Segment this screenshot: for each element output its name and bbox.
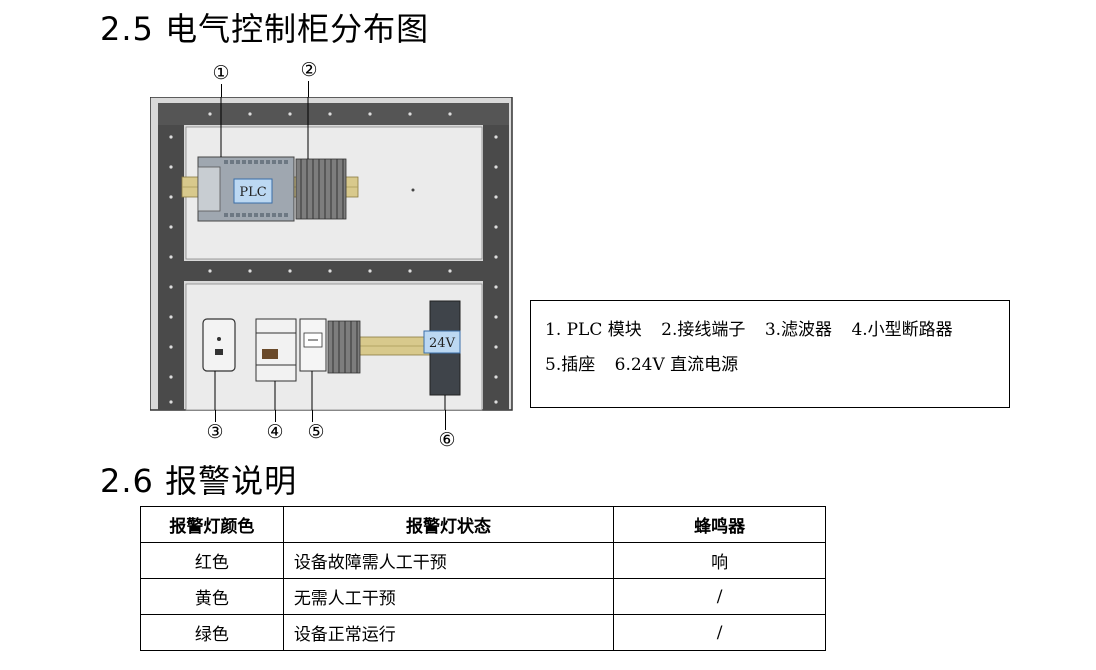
callout-6: ⑥ <box>438 429 456 451</box>
upper-terminal-blocks <box>295 158 347 220</box>
header-buzzer: 蜂鸣器 <box>613 506 826 543</box>
leader-line-4-bottom <box>275 410 276 422</box>
cell-status: 设备正常运行 <box>282 614 615 651</box>
cabinet-middle-rail <box>184 261 484 281</box>
legend-item-power: 6.24V 直流电源 <box>614 355 739 375</box>
callout-5: ⑤ <box>307 421 325 443</box>
legend-item-socket: 5.插座 <box>545 355 596 375</box>
header-light-color: 报警灯颜色 <box>140 506 284 543</box>
table-row: 黄色 无需人工干预 / <box>140 578 826 615</box>
legend-item-breaker: 4.小型断路器 <box>851 320 953 340</box>
leader-line-5-bottom <box>312 410 313 422</box>
table-row: 绿色 设备正常运行 / <box>140 614 826 651</box>
cell-status: 设备故障需人工干预 <box>282 542 615 579</box>
callout-3: ③ <box>206 421 224 443</box>
legend-item-filter: 3.滤波器 <box>764 320 833 340</box>
leader-line-6-bottom <box>445 410 446 430</box>
table-row: 红色 设备故障需人工干预 响 <box>140 542 826 579</box>
leader-line-2-top <box>308 81 309 97</box>
lower-terminal-blocks <box>327 320 361 374</box>
legend-line-1: 1. PLC 模块 2.接线端子 3.滤波器 4.小型断路器 <box>545 313 995 348</box>
callout-4: ④ <box>266 421 284 443</box>
cabinet-right-rail <box>483 123 509 410</box>
rivets <box>169 112 498 404</box>
power-label-box <box>423 330 461 354</box>
plc-label: PLC <box>239 185 266 200</box>
callout-1: ① <box>212 62 230 84</box>
plc-io-pins <box>224 160 288 217</box>
legend-item-plc: 1. PLC 模块 <box>545 320 642 340</box>
section-title-cabinet-layout: 2.5 电气控制柜分布图 <box>100 10 430 48</box>
alarm-table: 报警灯颜色 报警灯状态 蜂鸣器 红色 设备故障需人工干预 响 黄色 无需人工干预… <box>140 506 826 651</box>
cell-color: 黄色 <box>140 578 284 615</box>
alarm-table-header-row: 报警灯颜色 报警灯状态 蜂鸣器 <box>140 506 826 543</box>
legend-line-2: 5.插座 6.24V 直流电源 <box>545 348 995 383</box>
header-light-status: 报警灯状态 <box>282 506 615 543</box>
leader-line-1-top <box>221 84 222 97</box>
cell-buzzer: 响 <box>613 542 826 579</box>
callout-2: ② <box>300 59 318 81</box>
cell-status: 无需人工干预 <box>282 578 615 615</box>
cell-color: 红色 <box>140 542 284 579</box>
power-label: 24V <box>429 336 456 351</box>
leader-line-3-bottom <box>215 410 216 422</box>
filter <box>202 318 236 372</box>
cell-color: 绿色 <box>140 614 284 651</box>
cell-buzzer: / <box>613 578 826 615</box>
cabinet-top-rail <box>158 103 509 125</box>
electrical-cabinet-diagram: PLC 24V <box>150 97 513 411</box>
cell-buzzer: / <box>613 614 826 651</box>
component-legend: 1. PLC 模块 2.接线端子 3.滤波器 4.小型断路器 5.插座 6.24… <box>530 300 1010 408</box>
leader-lines <box>214 97 446 410</box>
plc-label-box <box>233 178 273 204</box>
section-title-alarm: 2.6 报警说明 <box>100 462 298 500</box>
legend-item-terminal: 2.接线端子 <box>661 320 746 340</box>
